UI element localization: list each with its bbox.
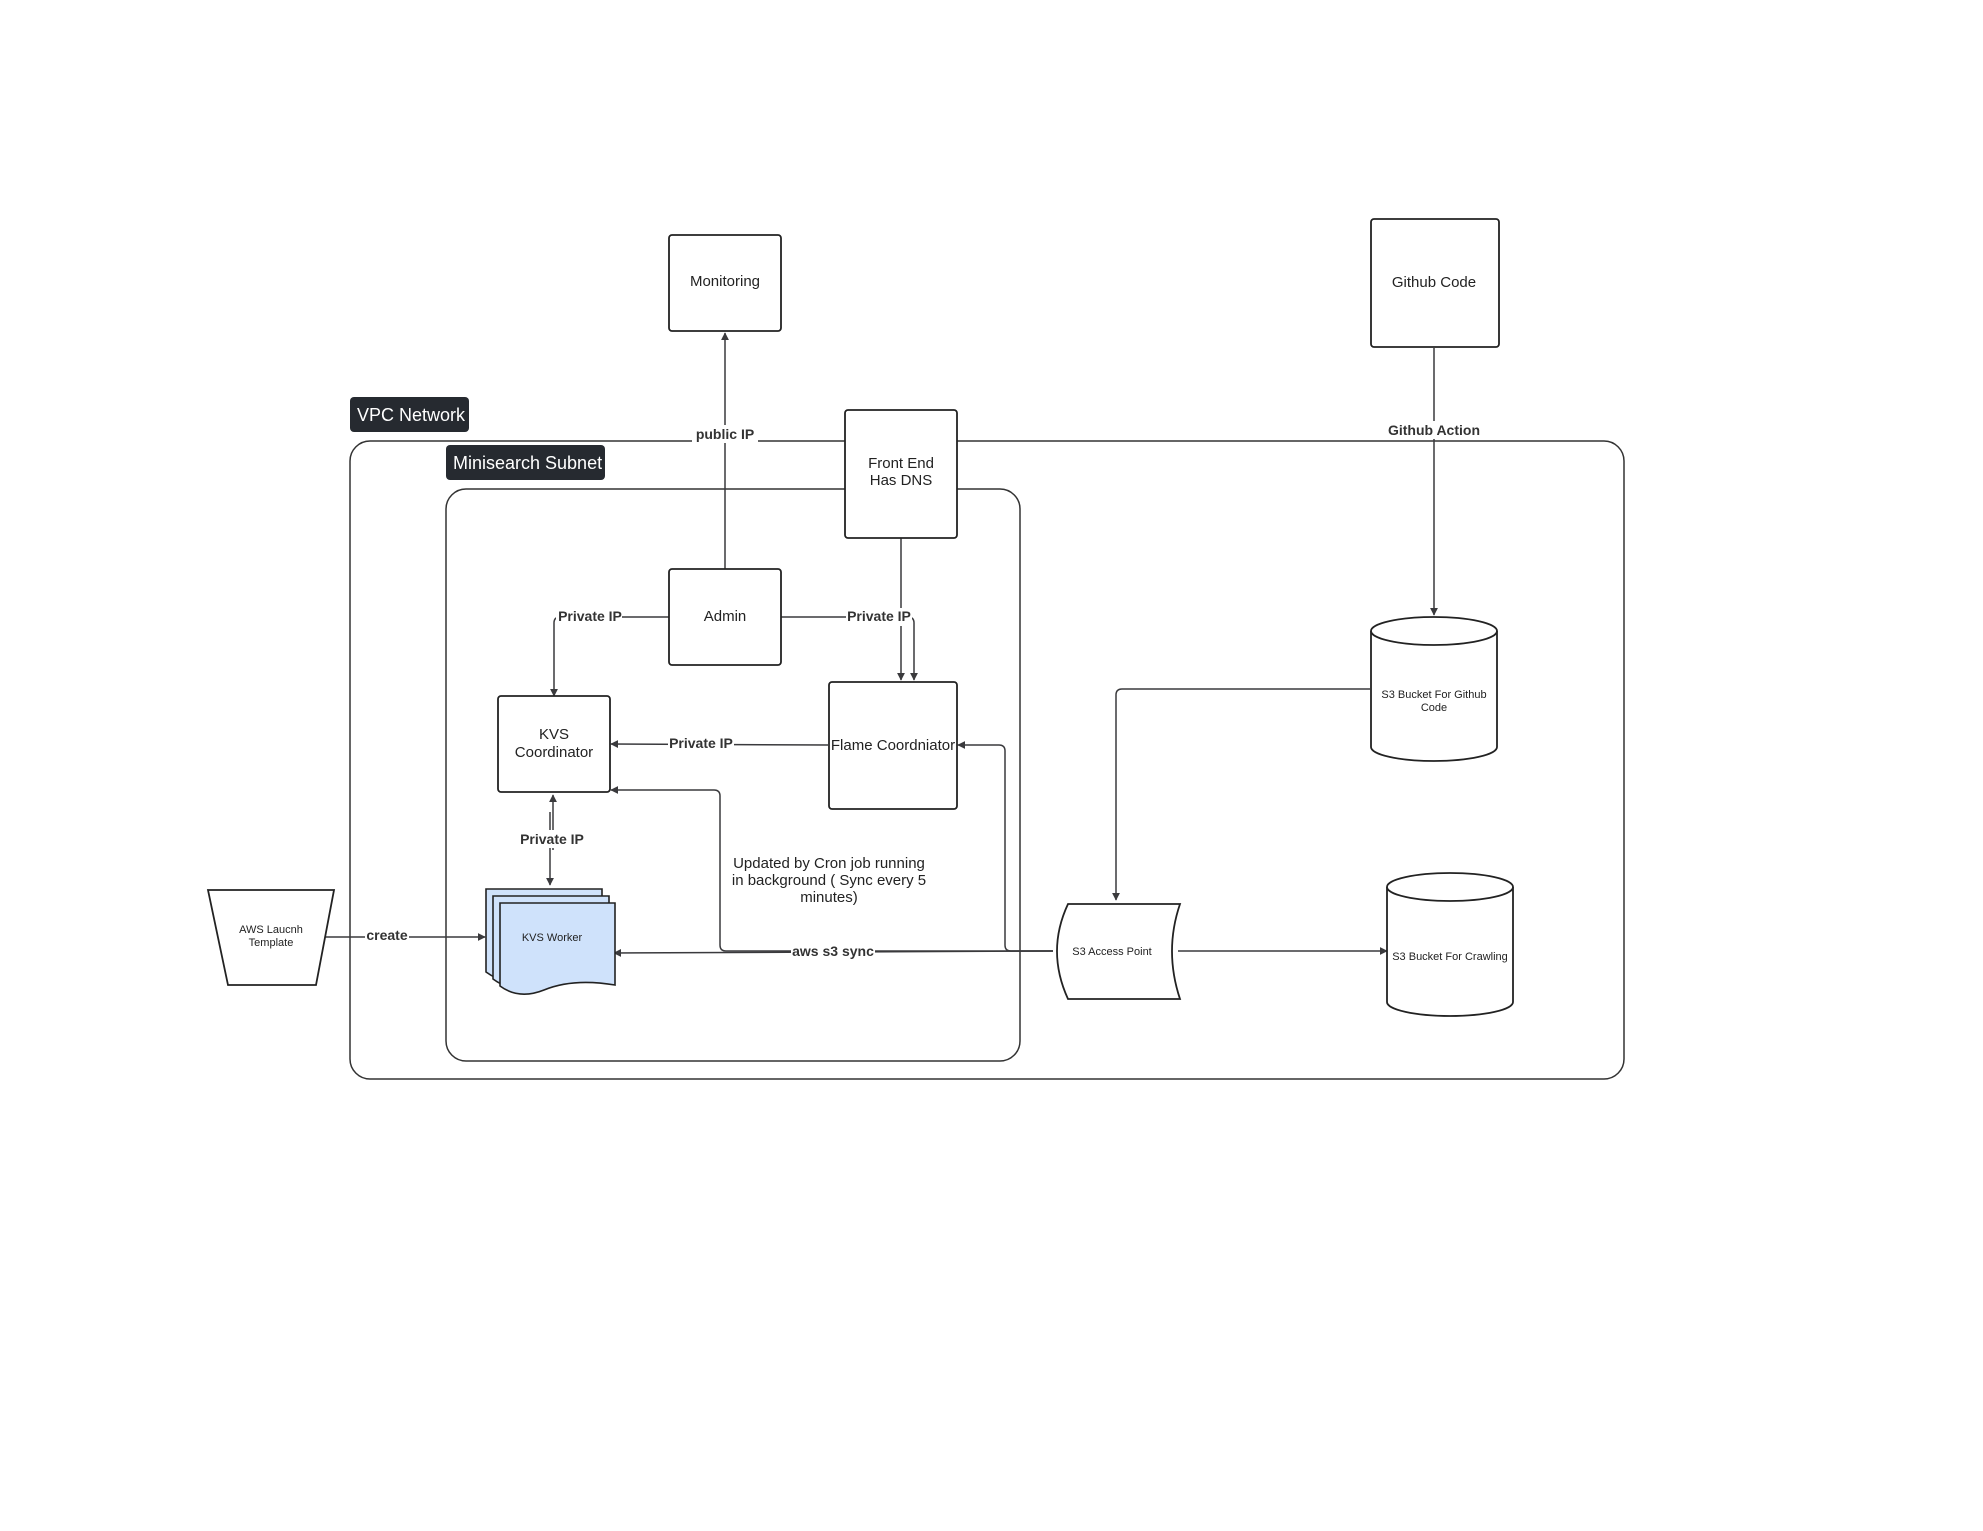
s3-bucket-crawling-top [1386,872,1514,902]
github-code-label: Github Code [1392,274,1476,291]
aws-launch-template-label-line-2: Template [249,937,294,949]
github-code-node[interactable]: Github Code [1370,218,1500,348]
admin-node[interactable]: Admin [668,568,782,666]
github-action-label-bg [1384,421,1484,439]
create-label: create [366,927,407,943]
kvs-coordinator-label-line-1: KVS [539,726,569,743]
front-end-node[interactable]: Front End Has DNS [844,409,958,539]
flame-coordinator-label: Flame Coordniator [831,737,955,754]
admin-label: Admin [704,608,747,625]
kvs-worker-node[interactable]: KVS Worker [485,888,616,995]
s3-access-point-node[interactable]: S3 Access Point [1056,903,1182,1000]
vpc-network-region: VPC Network [349,397,1625,1080]
vpc-network-tag [350,397,469,432]
create-label-bg [365,927,409,945]
cron-note-line-3: minutes) [800,889,858,906]
vpc-network-boundary [349,440,1625,1080]
private-ip-kvs-worker-label-bg [518,830,588,848]
private-ip-admin-kvs-label: Private IP [558,608,622,624]
s3-bucket-crawling-label: S3 Bucket For Crawling [1392,951,1508,963]
kvs-coordinator-box [497,695,611,793]
minisearch-subnet-boundary [445,488,1021,1062]
aws-s3-sync-label: aws s3 sync [792,943,874,959]
private-ip-admin-kvs-label-bg [556,608,622,626]
kvs-coordinator-label-line-2: Coordinator [515,744,593,761]
s3-bucket-github-body [1370,631,1498,762]
github-action-label: Github Action [1388,422,1480,438]
admin-box [668,568,782,666]
flame-coordinator-box [828,681,958,810]
monitoring-label: Monitoring [690,273,760,290]
s3-access-point-label: S3 Access Point [1072,946,1152,958]
minisearch-subnet-tag [446,445,605,480]
public-ip-label-bg [692,425,758,443]
aws-s3-sync-label-bg [791,942,875,960]
aws-launch-template-label-line-1: AWS Laucnh [239,924,303,936]
flame-coordinator-node[interactable]: Flame Coordniator [828,681,958,810]
monitoring-box [668,234,782,332]
cron-note-line-1: Updated by Cron job running [733,855,925,872]
minisearch-subnet-title: Minisearch Subnet [453,453,602,473]
private-ip-flame-kvs-label: Private IP [669,735,733,751]
aws-launch-template-shape [206,889,336,986]
s3-access-point-shape [1056,903,1182,1000]
front-end-label-line-2: Has DNS [870,472,933,489]
s3-bucket-github-label-line-1: S3 Bucket For Github [1381,689,1486,701]
s3-bucket-crawling-node[interactable]: S3 Bucket For Crawling [1386,872,1514,1017]
s3-bucket-github-node[interactable]: S3 Bucket For Github Code [1370,616,1498,762]
minisearch-subnet-region: Minisearch Subnet [445,445,1021,1062]
kvs-worker-front-page [499,902,616,995]
edge-sync-to-flame [957,741,1053,952]
kvs-coordinator-node[interactable]: KVS Coordinator [497,695,611,793]
vpc-network-title: VPC Network [357,405,466,425]
s3-bucket-crawling-body [1386,887,1514,1017]
edge-admin-to-kvs-coordinator [550,616,669,697]
edge-admin-to-flame [781,616,918,681]
private-ip-admin-flame-label: Private IP [847,608,911,624]
github-code-box [1370,218,1500,348]
edge-labels: public IP Github Action Private IP Priva… [365,421,1484,960]
private-ip-flame-kvs-label-bg [668,735,734,753]
s3-bucket-github-label-line-2: Code [1421,702,1447,714]
s3-bucket-github-top [1370,616,1498,646]
private-ip-admin-flame-label-bg [846,608,912,626]
kvs-worker-label: KVS Worker [522,932,583,944]
cron-note: Updated by Cron job running in backgroun… [732,855,926,906]
front-end-box [844,409,958,539]
monitoring-node[interactable]: Monitoring [668,234,782,332]
edge-s3-github-to-access-point [1112,688,1370,901]
aws-launch-template-node[interactable]: AWS Laucnh Template [206,889,336,986]
edge-sync-to-kvs-coordinator [610,786,1053,952]
cron-note-line-2: in background ( Sync every 5 [732,872,926,889]
private-ip-kvs-worker-label: Private IP [520,831,584,847]
front-end-label-line-1: Front End [868,455,934,472]
public-ip-label: public IP [696,426,754,442]
